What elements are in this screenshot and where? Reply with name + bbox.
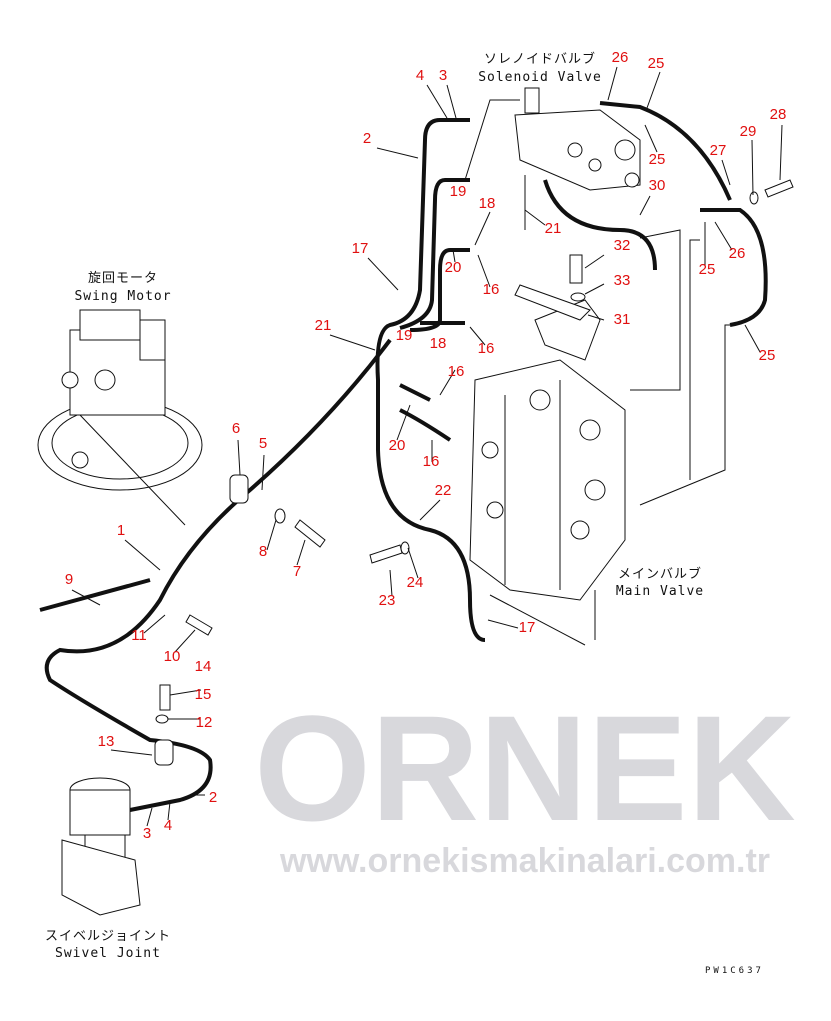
swivel-joint-label: Swivel Joint bbox=[55, 946, 161, 961]
swing-motor-label-jp: 旋回モータ bbox=[88, 271, 158, 286]
callouts: 4 3 2 26 25 25 19 18 21 30 27 29 28 17 2… bbox=[65, 49, 787, 842]
callout: 12 bbox=[196, 714, 213, 731]
callout: 28 bbox=[770, 106, 787, 123]
callout: 20 bbox=[445, 259, 462, 276]
watermark: ORNEK www.ornekismakinalari.com.tr bbox=[254, 684, 796, 880]
callout: 32 bbox=[614, 237, 631, 254]
callout: 20 bbox=[389, 437, 406, 454]
callout: 2 bbox=[363, 130, 371, 147]
callout: 4 bbox=[416, 67, 424, 84]
main-valve-label: Main Valve bbox=[616, 584, 704, 599]
callout: 17 bbox=[352, 240, 369, 257]
callout: 16 bbox=[478, 340, 495, 357]
callout: 29 bbox=[740, 123, 757, 140]
callout: 27 bbox=[710, 142, 727, 159]
callout: 25 bbox=[649, 151, 666, 168]
callout: 18 bbox=[430, 335, 447, 352]
hoses bbox=[39, 101, 768, 812]
callout: 3 bbox=[143, 825, 151, 842]
callout: 13 bbox=[98, 733, 115, 750]
solenoid-valve-label-jp: ソレノイドバルブ bbox=[484, 51, 596, 67]
callout: 15 bbox=[195, 686, 212, 703]
drawing-code: PW1C637 bbox=[705, 966, 764, 976]
hardware bbox=[154, 179, 794, 766]
callout: 26 bbox=[612, 49, 629, 66]
solenoid-valve bbox=[514, 87, 641, 230]
leader-lines bbox=[71, 66, 783, 827]
callout: 26 bbox=[729, 245, 746, 262]
callout: 25 bbox=[648, 55, 665, 72]
watermark-logo: ORNEK bbox=[254, 684, 796, 852]
callout: 16 bbox=[423, 453, 440, 470]
solenoid-valve-label: Solenoid Valve bbox=[478, 70, 602, 85]
callout: 19 bbox=[396, 327, 413, 344]
component-captions: ソレノイドバルブ Solenoid Valve 旋回モータ Swing Moto… bbox=[45, 51, 764, 976]
callout: 21 bbox=[545, 220, 562, 237]
callout: 17 bbox=[519, 619, 536, 636]
callout: 21 bbox=[315, 317, 332, 334]
callout: 16 bbox=[448, 363, 465, 380]
callout: 9 bbox=[65, 571, 73, 588]
callout: 2 bbox=[209, 789, 217, 806]
main-valve bbox=[469, 284, 626, 601]
callout: 31 bbox=[614, 311, 631, 328]
swivel-joint-label-jp: スイベルジョイント bbox=[45, 929, 171, 944]
callout: 25 bbox=[759, 347, 776, 364]
watermark-url: www.ornekismakinalari.com.tr bbox=[279, 842, 770, 880]
callout: 18 bbox=[479, 195, 496, 212]
callout: 22 bbox=[435, 482, 452, 499]
main-valve-label-jp: メインバルブ bbox=[618, 566, 702, 582]
callout: 23 bbox=[379, 592, 396, 609]
callout: 19 bbox=[450, 183, 467, 200]
callout: 14 bbox=[195, 658, 212, 675]
callout: 7 bbox=[293, 563, 301, 580]
callout: 16 bbox=[483, 281, 500, 298]
callout: 25 bbox=[699, 261, 716, 278]
callout: 30 bbox=[649, 177, 666, 194]
callout: 33 bbox=[614, 272, 631, 289]
callout: 5 bbox=[259, 435, 267, 452]
callout: 10 bbox=[164, 648, 181, 665]
callout: 6 bbox=[232, 420, 240, 437]
swing-motor bbox=[37, 309, 203, 491]
swivel-joint bbox=[61, 777, 141, 916]
callout: 4 bbox=[164, 817, 172, 834]
callout: 11 bbox=[131, 627, 147, 644]
callout: 3 bbox=[439, 67, 447, 84]
callout: 1 bbox=[117, 522, 125, 539]
callout: 24 bbox=[407, 574, 424, 591]
swing-motor-label: Swing Motor bbox=[74, 289, 171, 304]
callout: 8 bbox=[259, 543, 267, 560]
